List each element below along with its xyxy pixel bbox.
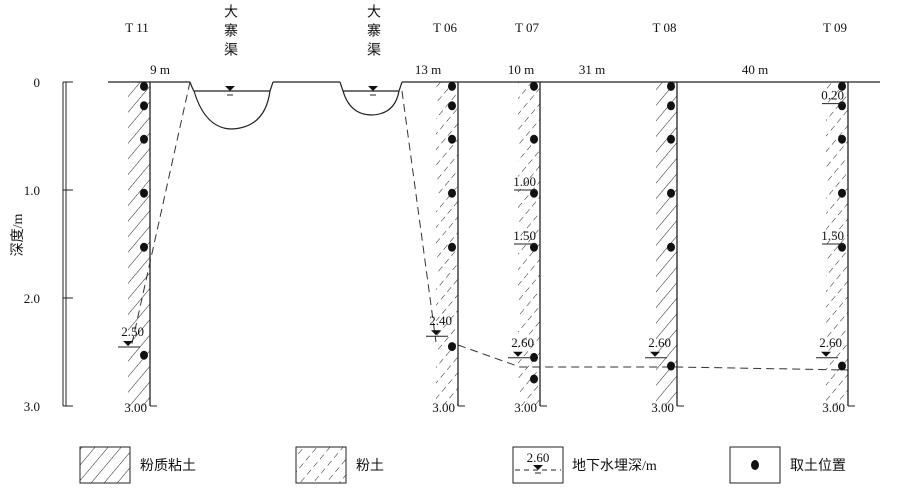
distance-label: 31 m [579, 62, 605, 77]
sample-point [667, 361, 675, 371]
sample-point [838, 188, 846, 198]
sample-point [530, 188, 538, 198]
sample-point [140, 242, 148, 252]
legend-silt-swatch [295, 446, 347, 484]
bottom-depth-label: 3.00 [651, 400, 674, 415]
bottom-depth-label: 3.00 [432, 400, 455, 415]
sample-point [530, 374, 538, 384]
channel-1-label: 大寨渠 [222, 4, 238, 61]
water-level-icon [368, 86, 378, 91]
distance-label: 13 m [415, 62, 441, 77]
sample-point [667, 188, 675, 198]
channel-2-label: 大寨渠 [365, 4, 381, 61]
bottom-depth-label: 3.00 [822, 400, 845, 415]
depth-axis: 0 1.0 2.0 3.0 [24, 75, 73, 414]
legend: 粉质粘土 粉土 2.60 地下水埋深/m 取土位置 [79, 446, 846, 484]
sample-point [838, 134, 846, 144]
distance-label: 10 m [508, 62, 534, 77]
sample-point [667, 134, 675, 144]
sample-point [448, 81, 456, 91]
sample-point [838, 101, 846, 111]
axis-tick-label: 0 [34, 75, 41, 90]
sample-point [448, 188, 456, 198]
depth-label: 0.20 [821, 88, 844, 103]
water-depth-label: 2.50 [121, 324, 144, 339]
bottom-depth-label: 3.00 [514, 400, 537, 415]
borehole-t09: T 09 3.00 2.60 0.20 1.50 [816, 20, 855, 415]
soil-column [436, 82, 458, 406]
sample-point [667, 101, 675, 111]
sample-point [448, 134, 456, 144]
borehole-name: T 07 [515, 20, 539, 35]
depth-label: 1.50 [821, 228, 844, 243]
sample-point [667, 81, 675, 91]
legend-groundwater-value: 2.60 [527, 450, 550, 465]
borehole-name: T 11 [125, 20, 148, 35]
sample-point [530, 242, 538, 252]
water-depth-label: 2.40 [429, 313, 452, 328]
sample-point [530, 352, 538, 362]
distance-label: 40 m [742, 62, 768, 77]
sample-point [667, 242, 675, 252]
water-level-icon [650, 351, 660, 357]
water-level-icon [513, 351, 523, 357]
sample-point [140, 101, 148, 111]
borehole-t11: T 11 3.00 2.50 [118, 20, 157, 415]
channel-2-profile [339, 81, 403, 116]
water-level-icon [431, 330, 441, 336]
water-level-icon [821, 351, 831, 357]
legend-sample-label: 取土位置 [790, 458, 846, 474]
sample-point [140, 188, 148, 198]
legend-groundwater-label: 地下水埋深/m [572, 458, 657, 474]
sample-point [140, 134, 148, 144]
water-level-icon [225, 86, 235, 91]
depth-label: 1.50 [513, 228, 536, 243]
water-depth-label: 2.60 [511, 335, 534, 350]
axis-tick-label: 1.0 [24, 183, 40, 198]
sample-point [140, 81, 148, 91]
borehole-t08: T 08 3.00 2.60 [645, 20, 684, 415]
water-depth-label: 2.60 [648, 335, 671, 350]
sample-point [530, 81, 538, 91]
legend-silty-clay-label: 粉质粘土 [140, 458, 196, 474]
axis-tick-label: 2.0 [24, 291, 40, 306]
sample-point [838, 361, 846, 371]
water-depth-label: 2.60 [819, 335, 842, 350]
water-level-icon [123, 341, 133, 346]
sample-point [140, 350, 148, 360]
water-table-line [130, 81, 849, 371]
depth-label: 1.00 [513, 174, 536, 189]
axis-tick-label: 3.0 [24, 399, 40, 414]
legend-silt-label: 粉土 [356, 458, 384, 474]
sample-dot-icon [751, 460, 759, 470]
distance-label: 9 m [150, 62, 170, 77]
sample-point [448, 242, 456, 252]
borehole-t07: T 07 3.00 2.60 1.00 1.50 [508, 20, 547, 415]
borehole-name: T 09 [823, 20, 847, 35]
borehole-t06: T 06 3.00 2.40 [426, 20, 465, 415]
legend-silty-clay-swatch [79, 446, 131, 484]
sample-point [838, 242, 846, 252]
borehole-name: T 06 [433, 20, 457, 35]
borehole-name: T 08 [653, 20, 677, 35]
soil-column [656, 82, 677, 406]
ground-surface [108, 81, 880, 130]
sample-point [448, 101, 456, 111]
soil-column [128, 82, 150, 406]
axis-label: 深度/m [10, 214, 26, 257]
sample-point [838, 81, 846, 91]
bottom-depth-label: 3.00 [124, 400, 147, 415]
sample-point [530, 134, 538, 144]
channel-1-profile [189, 81, 274, 130]
sample-point [448, 342, 456, 352]
water-level-icon [533, 465, 543, 470]
